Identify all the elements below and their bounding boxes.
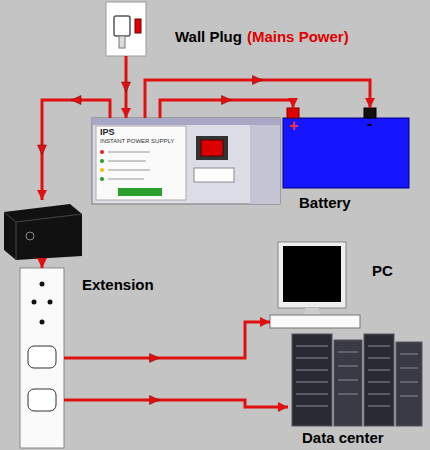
socket-hole xyxy=(40,282,45,287)
node-label: Wall Plug xyxy=(175,28,242,45)
server-rack xyxy=(364,334,394,426)
ips-body xyxy=(92,118,280,204)
node-label: IPS xyxy=(100,127,115,137)
ips-side xyxy=(250,118,280,204)
ips-logo xyxy=(118,188,162,196)
node-label: Battery xyxy=(299,194,351,211)
flow-arrow xyxy=(122,82,131,92)
extension-strip xyxy=(20,268,64,448)
monitor xyxy=(278,242,346,308)
flow-arrow xyxy=(71,96,81,105)
keyboard xyxy=(270,315,360,328)
server-rack xyxy=(334,340,362,426)
ips-switch xyxy=(201,140,223,156)
power-wire xyxy=(145,80,370,118)
terminal-sign: + xyxy=(289,117,298,135)
ips-panel-line xyxy=(108,161,146,162)
wall-plug: Wall Plug(Mains Power) xyxy=(106,2,146,56)
ips-led xyxy=(100,159,104,163)
ups-button xyxy=(26,232,34,240)
ups-edge xyxy=(4,212,16,260)
ups-unit xyxy=(0,200,84,260)
plug-body xyxy=(114,16,130,36)
socket-switch xyxy=(135,19,141,33)
ips-panel xyxy=(96,126,186,200)
extension-strip: Extension xyxy=(20,268,64,448)
socket-hole xyxy=(48,300,53,305)
ips-panel-line xyxy=(108,152,150,153)
ips-panel-line xyxy=(108,170,150,171)
pc: PC xyxy=(270,240,362,330)
rack-units xyxy=(296,346,418,406)
node-sublabel: INSTANT POWER SUPPLY xyxy=(100,138,174,145)
ips-led xyxy=(100,150,104,154)
monitor-screen xyxy=(283,246,341,302)
server-rack xyxy=(396,342,422,426)
power-wire xyxy=(41,260,44,268)
ips-plate xyxy=(194,168,234,182)
power-wire xyxy=(160,100,293,118)
wall-socket xyxy=(106,2,146,56)
ips-panel-line xyxy=(108,179,144,180)
monitor-stand xyxy=(305,308,319,314)
flow-arrow xyxy=(222,96,232,105)
terminal-sign: - xyxy=(367,115,372,133)
ups-unit xyxy=(4,204,82,260)
flow-arrow xyxy=(253,76,263,85)
node-label: PC xyxy=(372,262,393,279)
flow-arrow xyxy=(38,145,47,155)
data-center: Data center xyxy=(288,328,424,428)
power-wire xyxy=(42,100,110,200)
power-wire xyxy=(64,322,270,358)
flow-arrow xyxy=(150,396,160,405)
node-label: Extension xyxy=(82,276,154,293)
socket-hole xyxy=(32,300,37,305)
plug-cable xyxy=(119,36,125,48)
ips-unit: IPSINSTANT POWER SUPPLY xyxy=(92,118,280,204)
flow-arrow xyxy=(150,354,160,363)
battery: Battery xyxy=(283,108,409,188)
socket xyxy=(28,346,56,368)
ips-led xyxy=(100,168,104,172)
socket xyxy=(28,389,56,411)
ips-switch-frame xyxy=(196,136,228,160)
ups-edge xyxy=(16,214,82,222)
node-sublabel: (Mains Power) xyxy=(247,28,349,45)
ips-led xyxy=(100,177,104,181)
battery-body xyxy=(283,118,409,188)
socket-hole xyxy=(40,320,45,325)
ips-top xyxy=(92,118,280,125)
battery-terminal xyxy=(287,108,299,118)
node-label: Data center xyxy=(302,429,384,446)
server-rack xyxy=(292,334,332,426)
power-wire xyxy=(64,400,288,407)
